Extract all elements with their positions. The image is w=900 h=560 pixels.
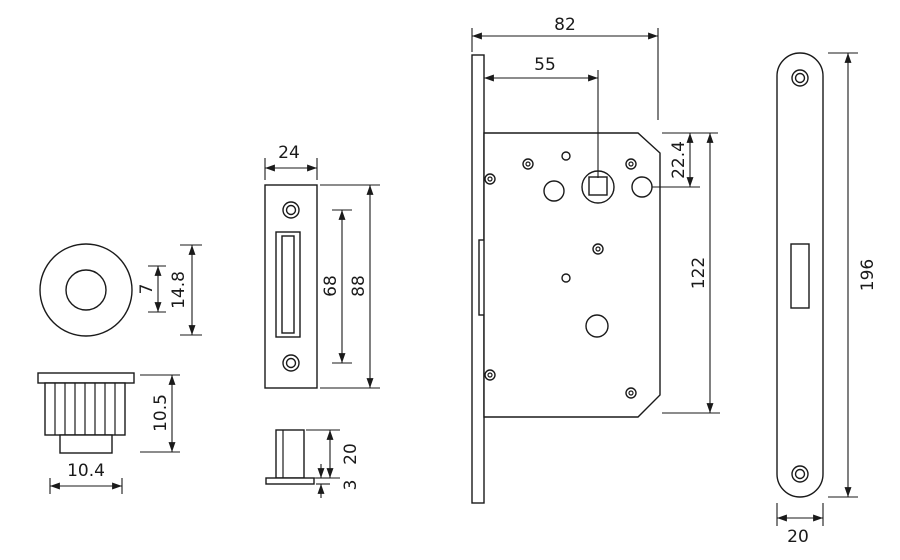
dim-lock-depth: 82 [471, 15, 659, 120]
case-hole [561, 273, 571, 283]
faceplate-front [776, 52, 824, 498]
label-backset: 55 [534, 55, 556, 75]
label-knob-height: 10.5 [151, 394, 171, 432]
label-rosette-outer: 14.8 [169, 271, 189, 309]
dim-strike-height: 88 [320, 184, 380, 389]
case-screw [625, 387, 637, 399]
dim-bolt-base: 3 [316, 464, 361, 498]
case-screw [592, 243, 604, 255]
strike-plate [264, 184, 318, 389]
strike-plate-body [264, 184, 318, 389]
label-bolt-base: 3 [341, 480, 361, 491]
label-bolt-height: 20 [341, 443, 361, 465]
dim-knob-diameter: 10.4 [49, 461, 123, 494]
case-hole [561, 151, 571, 161]
dim-faceplate-width: 20 [776, 503, 824, 547]
dim-backset: 55 [484, 55, 599, 178]
dim-rosette-inner: 7 [137, 265, 166, 313]
knob-base [59, 434, 113, 454]
latch-bolt-base [265, 477, 315, 485]
case-hole [543, 180, 565, 202]
label-strike-width: 24 [278, 143, 300, 163]
label-case-height: 122 [689, 257, 709, 289]
dim-strike-width: 24 [264, 143, 318, 180]
label-lock-depth: 82 [554, 15, 576, 35]
label-faceplate-width: 20 [787, 527, 809, 547]
dim-bolt-height: 20 [306, 429, 361, 479]
dim-case-height: 122 [662, 133, 720, 414]
dim-knob-height: 10.5 [140, 374, 180, 453]
faceplate-latch-opening [790, 243, 810, 309]
knob-side-view [37, 372, 135, 454]
rosette-top-view [39, 243, 133, 337]
case-screw [484, 369, 496, 381]
label-spindle-offset: 22.4 [669, 141, 689, 179]
label-strike-height: 88 [349, 275, 369, 297]
knob-cap [37, 372, 135, 384]
mortise-lock-body [471, 54, 661, 504]
case-hole [631, 176, 653, 198]
case-screw [625, 158, 637, 170]
lock-case [483, 132, 661, 418]
dim-spindle-offset: 22.4 [652, 132, 718, 188]
spindle-square [588, 176, 608, 196]
label-strike-inner: 68 [321, 275, 341, 297]
label-rosette-inner: 7 [137, 284, 157, 295]
label-faceplate-height: 196 [858, 259, 878, 291]
knob-ribs [54, 383, 116, 435]
dim-strike-inner: 68 [321, 209, 352, 364]
dim-faceplate-height: 196 [828, 52, 878, 498]
dim-rosette-outer: 14.8 [169, 244, 202, 336]
case-screw [522, 158, 534, 170]
latch-bolt-body [275, 429, 305, 479]
latch-bolt [265, 429, 315, 485]
case-screw [484, 173, 496, 185]
case-hole [585, 314, 609, 338]
rosette-inner-ring [65, 269, 107, 311]
label-knob-diameter: 10.4 [67, 461, 105, 481]
